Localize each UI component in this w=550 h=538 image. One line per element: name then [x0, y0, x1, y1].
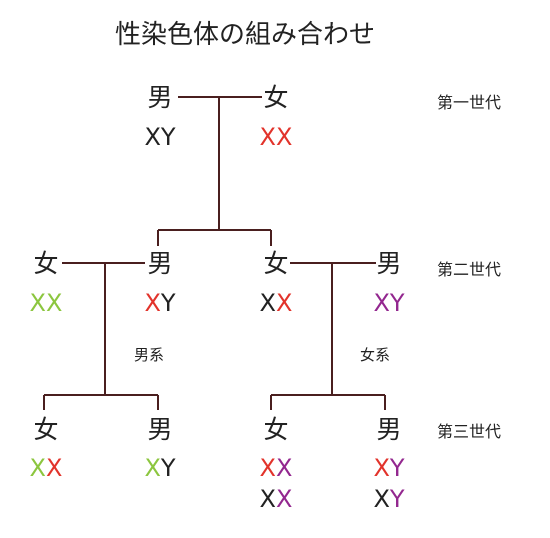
lineage-label-female: 女系 — [360, 346, 390, 364]
lineage-label-male: 男系 — [134, 346, 164, 364]
x-chromosome: X — [276, 485, 292, 513]
chromosome-pair: XX — [30, 454, 63, 482]
generation-label-third: 第三世代 — [437, 422, 501, 441]
x-chromosome: X — [260, 123, 276, 151]
x-chromosome: X — [144, 123, 160, 151]
chromosome-pair: XX — [30, 289, 63, 317]
person-g2-left-man: 男 XY — [144, 249, 175, 317]
chromosome-pair: XY — [373, 485, 404, 513]
x-chromosome: X — [373, 454, 389, 482]
chromosome-pair: XY — [373, 454, 404, 482]
person-g2-right-woman: 女 XX — [260, 249, 293, 317]
generation-label-second: 第二世代 — [437, 260, 501, 279]
y-chromosome: Y — [389, 485, 405, 513]
person-label: 女 — [263, 415, 288, 444]
x-chromosome: X — [144, 289, 160, 317]
person-label: 女 — [263, 249, 288, 278]
pedigree-lines — [43, 96, 386, 410]
person-label: 男 — [147, 415, 172, 444]
person-label: 女 — [33, 415, 58, 444]
person-label: 男 — [376, 415, 401, 444]
y-chromosome: Y — [160, 123, 176, 151]
chromosome-pair: XY — [373, 289, 404, 317]
person-label: 男 — [147, 83, 172, 112]
person-label: 女 — [263, 83, 288, 112]
person-g3-left-woman: 女 XX — [30, 415, 63, 482]
person-g1-man: 男 XY — [144, 83, 175, 151]
y-chromosome: Y — [160, 454, 176, 482]
chromosome-pair: XY — [144, 454, 175, 482]
x-chromosome: X — [144, 454, 160, 482]
generation-label-first: 第一世代 — [437, 93, 501, 112]
x-chromosome: X — [260, 485, 276, 513]
person-g2-right-man: 男 XY — [373, 249, 404, 317]
chromosome-pair: XX — [260, 123, 293, 151]
y-chromosome: Y — [389, 454, 405, 482]
y-chromosome: Y — [389, 289, 405, 317]
chromosome-pair: XY — [144, 289, 175, 317]
person-label: 男 — [376, 249, 401, 278]
x-chromosome: X — [260, 289, 276, 317]
person-g3-left-man: 男 XY — [144, 415, 175, 482]
person-g1-woman: 女 XX — [260, 83, 293, 151]
person-label: 女 — [33, 249, 58, 278]
person-label: 男 — [147, 249, 172, 278]
x-chromosome: X — [276, 454, 292, 482]
x-chromosome: X — [30, 289, 46, 317]
x-chromosome: X — [373, 289, 389, 317]
y-chromosome: Y — [160, 289, 176, 317]
x-chromosome: X — [373, 485, 389, 513]
x-chromosome: X — [46, 289, 62, 317]
x-chromosome: X — [260, 454, 276, 482]
chromosome-pair: XX — [260, 454, 293, 482]
chromosome-pair: XX — [260, 485, 293, 513]
x-chromosome: X — [46, 454, 62, 482]
diagram-title: 性染色体の組み合わせ — [115, 20, 375, 50]
x-chromosome: X — [276, 123, 292, 151]
chromosome-pair: XY — [144, 123, 175, 151]
x-chromosome: X — [30, 454, 46, 482]
chromosome-pair: XX — [260, 289, 293, 317]
person-g2-left-woman: 女 XX — [30, 249, 63, 317]
x-chromosome: X — [276, 289, 292, 317]
